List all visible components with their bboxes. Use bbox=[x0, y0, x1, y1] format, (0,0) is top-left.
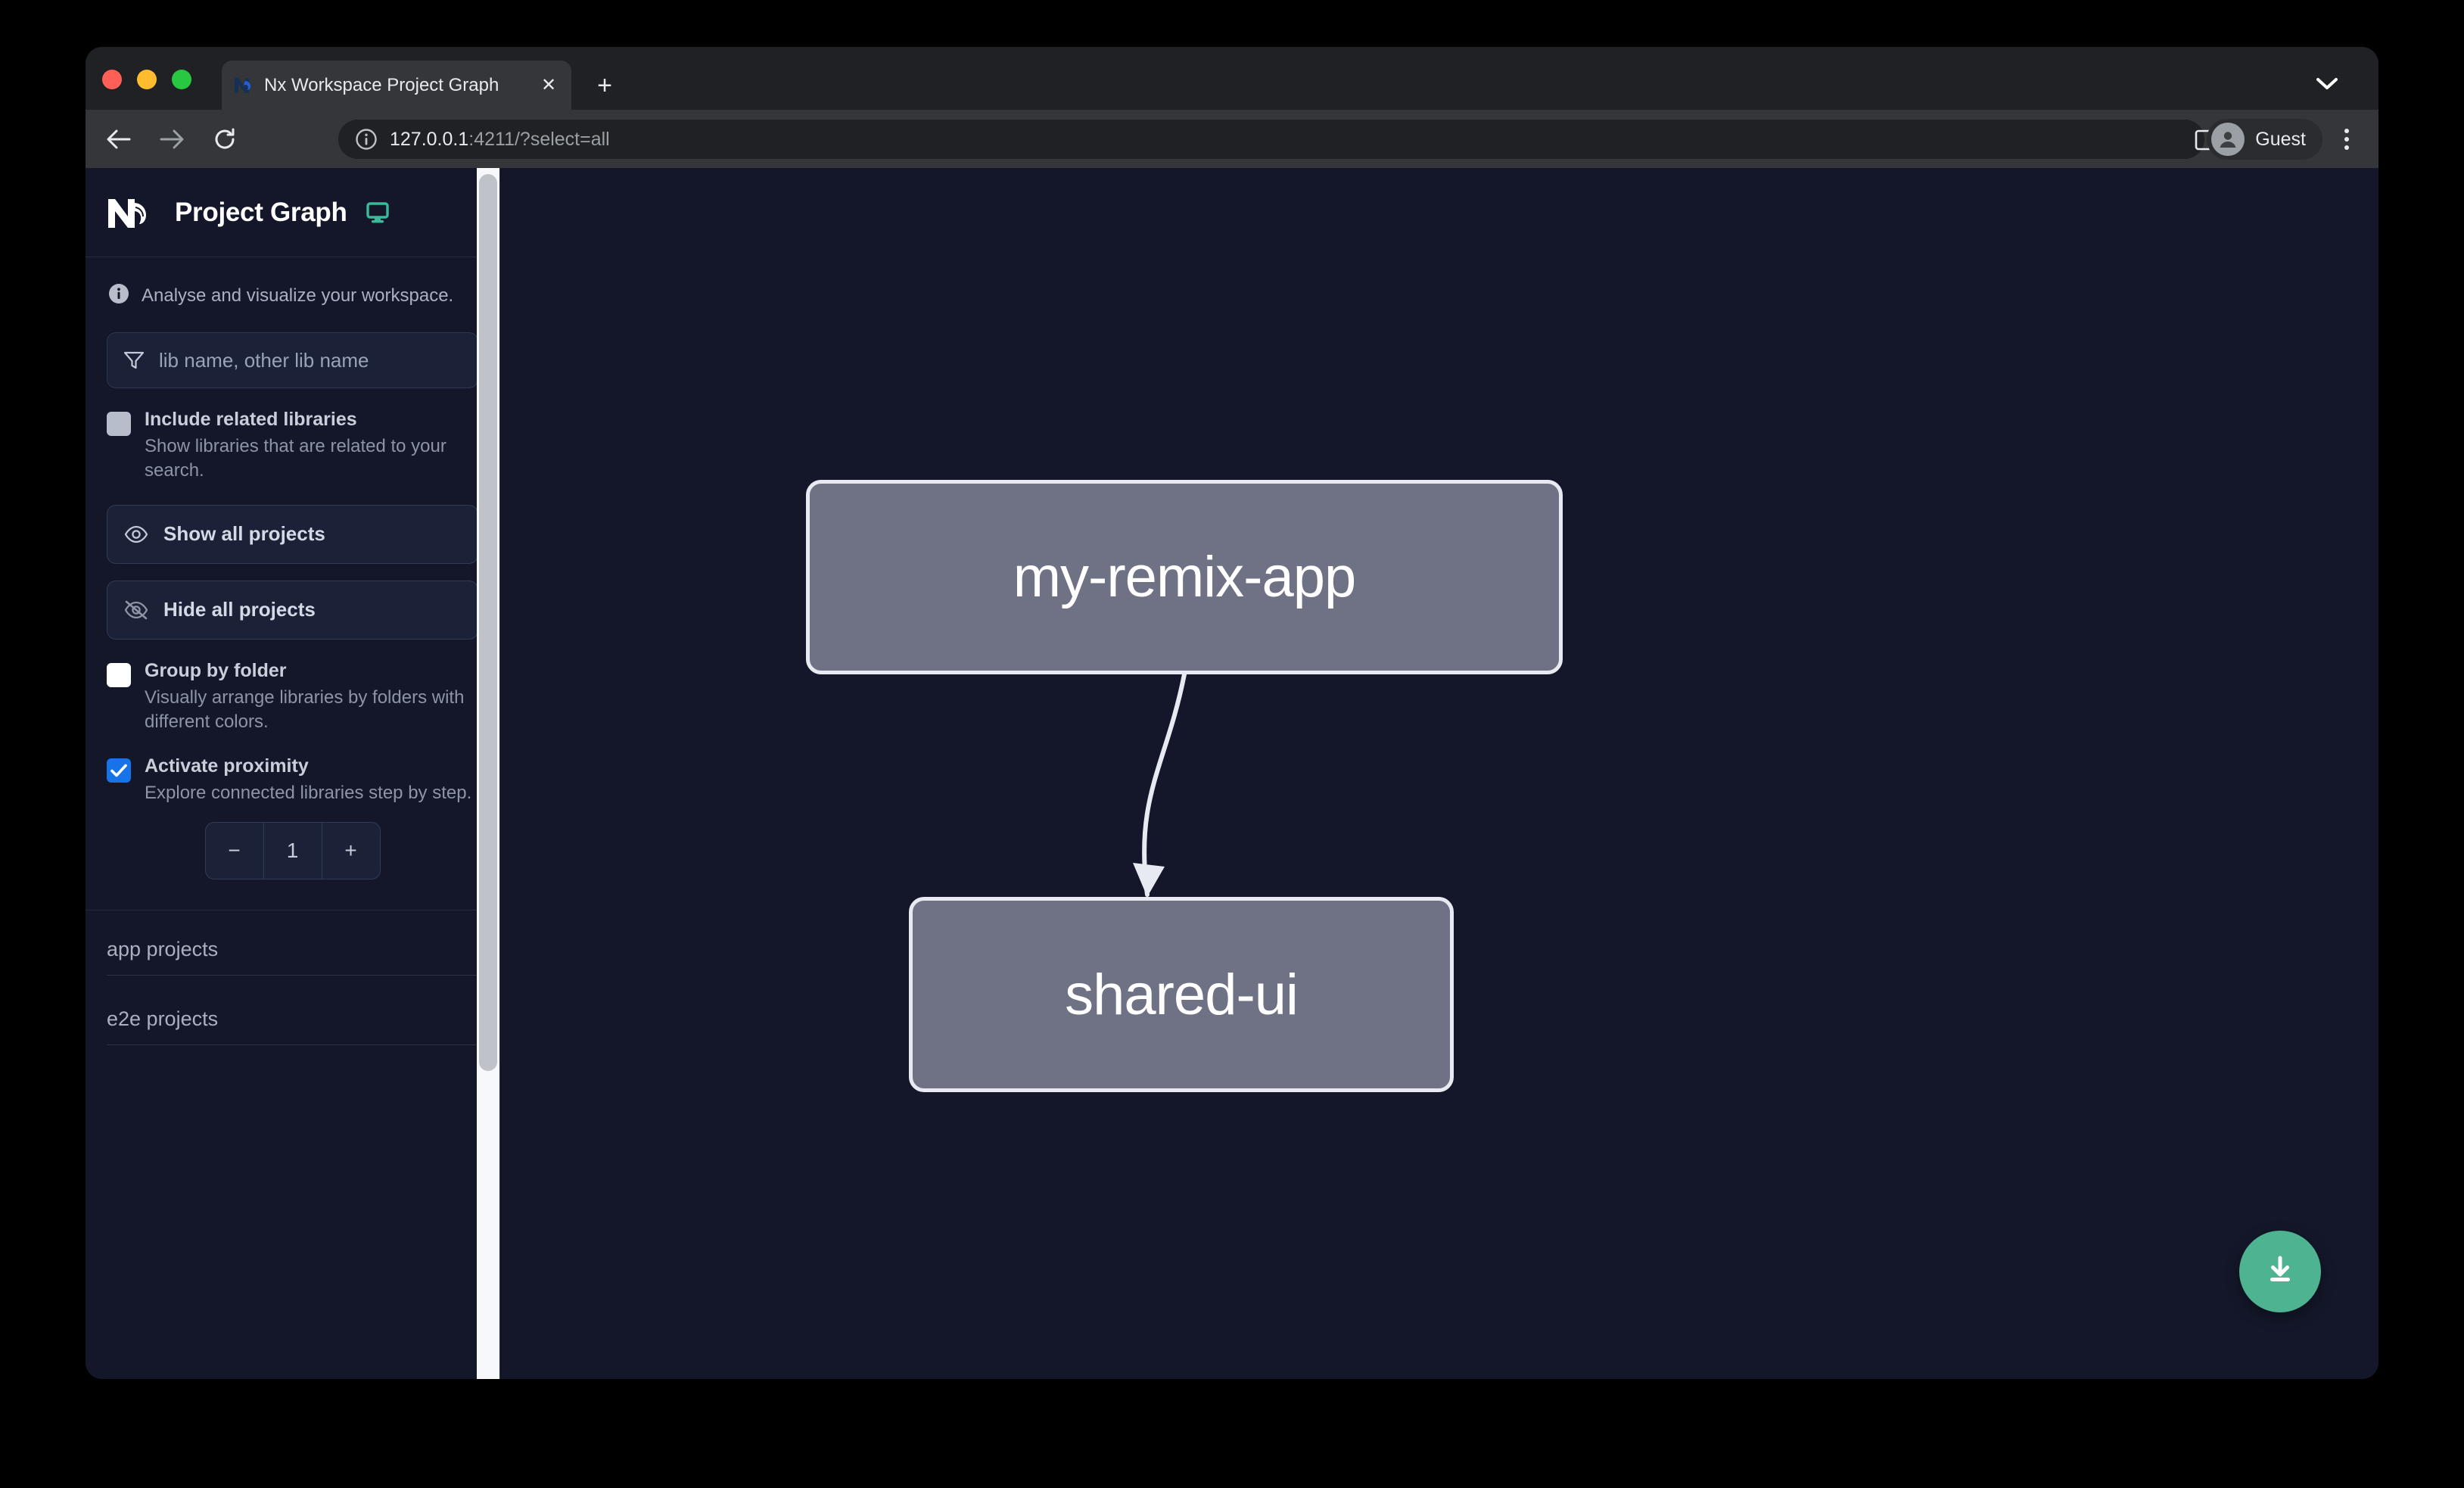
option-description: Explore connected libraries step by step… bbox=[145, 782, 472, 803]
show-all-projects-label: Show all projects bbox=[163, 522, 325, 546]
nx-favicon-icon bbox=[232, 75, 255, 96]
person-icon bbox=[2211, 123, 2245, 156]
option-include-related-libraries[interactable]: Include related libraries Show libraries… bbox=[86, 388, 499, 484]
chevron-down-icon[interactable] bbox=[2312, 68, 2342, 98]
page-viewport: Project Graph Analy bbox=[86, 168, 2378, 1379]
address-bar[interactable]: 127.0.0.1:4211/?select=all bbox=[338, 120, 2204, 159]
reload-icon[interactable] bbox=[205, 120, 244, 159]
graph-edges bbox=[1133, 672, 1187, 897]
sidebar-divider bbox=[86, 909, 499, 911]
sidebar-header: Project Graph bbox=[86, 168, 499, 257]
option-label: Group by folder bbox=[145, 659, 287, 681]
minimize-window-button[interactable] bbox=[137, 70, 157, 89]
hide-all-projects-label: Hide all projects bbox=[163, 598, 316, 621]
include-related-libraries-checkbox[interactable] bbox=[107, 412, 131, 436]
proximity-value: 1 bbox=[263, 822, 322, 879]
nx-logo-icon bbox=[107, 196, 157, 229]
sidebar: Project Graph Analy bbox=[86, 168, 500, 1379]
url-path: :4211/?select=all bbox=[468, 128, 610, 150]
option-description: Show libraries that are related to your … bbox=[145, 436, 446, 481]
option-label: Include related libraries bbox=[145, 409, 357, 430]
url-host: 127.0.0.1 bbox=[390, 128, 469, 150]
graph-node-shared-ui[interactable]: shared-ui bbox=[909, 897, 1454, 1092]
plus-icon[interactable]: + bbox=[597, 71, 612, 100]
arrow-right-icon[interactable] bbox=[152, 120, 191, 159]
download-icon bbox=[2263, 1253, 2298, 1291]
browser-toolbar: 127.0.0.1:4211/?select=all Guest bbox=[86, 110, 2378, 168]
eye-icon bbox=[124, 525, 148, 543]
browser-tab[interactable]: Nx Workspace Project Graph ✕ bbox=[222, 61, 571, 110]
option-group-by-folder[interactable]: Group by folder Visually arrange librari… bbox=[86, 640, 499, 735]
proximity-stepper[interactable]: − 1 + bbox=[204, 821, 381, 879]
search-input[interactable] bbox=[159, 348, 462, 372]
option-description: Visually arrange libraries by folders wi… bbox=[145, 686, 465, 733]
option-activate-proximity[interactable]: Activate proximity Explore connected lib… bbox=[86, 735, 499, 805]
group-by-folder-checkbox[interactable] bbox=[107, 662, 131, 687]
arrow-left-icon[interactable] bbox=[99, 120, 138, 159]
project-groups: app projects e2e projects bbox=[86, 911, 499, 1077]
activate-proximity-checkbox[interactable] bbox=[107, 758, 131, 783]
hide-all-projects-button[interactable]: Hide all projects bbox=[107, 580, 478, 640]
proximity-increment-button[interactable]: + bbox=[321, 822, 380, 879]
browser-window: Nx Workspace Project Graph ✕ + bbox=[86, 47, 2378, 1379]
search-row bbox=[86, 308, 499, 388]
graph-node-label: my-remix-app bbox=[1013, 545, 1356, 609]
graph-edge-arrowhead bbox=[1133, 863, 1165, 897]
monitor-icon[interactable] bbox=[366, 201, 390, 225]
page-title: Project Graph bbox=[175, 197, 347, 227]
visibility-buttons: Show all projects Hide all projects bbox=[86, 484, 499, 640]
graph-node-label: shared-ui bbox=[1065, 962, 1299, 1027]
graph-node-my-remix-app[interactable]: my-remix-app bbox=[806, 480, 1563, 674]
search-box[interactable] bbox=[107, 332, 478, 388]
window-traffic-lights bbox=[102, 70, 191, 89]
sidebar-scrollbar-thumb[interactable] bbox=[479, 174, 497, 1071]
sidebar-tagline-text: Analyse and visualize your workspace. bbox=[142, 285, 454, 306]
address-bar-url: 127.0.0.1:4211/?select=all bbox=[390, 129, 610, 151]
three-dots-vertical-icon[interactable] bbox=[2332, 123, 2362, 155]
browser-tab-strip: Nx Workspace Project Graph ✕ + bbox=[86, 47, 2378, 110]
project-graph-canvas[interactable]: my-remix-app shared-ui bbox=[500, 168, 2378, 1379]
sidebar-scrollbar[interactable] bbox=[477, 168, 499, 1379]
filter-icon bbox=[123, 349, 145, 372]
sidebar-tagline: Analyse and visualize your workspace. bbox=[86, 257, 499, 308]
download-button[interactable] bbox=[2239, 1231, 2321, 1312]
close-icon[interactable]: ✕ bbox=[540, 74, 557, 95]
graph-edge-my-remix-app-to-shared-ui bbox=[1142, 672, 1187, 897]
info-circle-icon[interactable] bbox=[355, 128, 378, 151]
option-label: Activate proximity bbox=[145, 755, 309, 777]
browser-tab-title: Nx Workspace Project Graph bbox=[264, 74, 499, 95]
info-icon bbox=[108, 283, 129, 308]
proximity-decrement-button[interactable]: − bbox=[228, 838, 241, 862]
profile-label: Guest bbox=[2255, 128, 2306, 150]
close-window-button[interactable] bbox=[102, 70, 122, 89]
checkmark-icon bbox=[110, 764, 127, 777]
project-group-e2e-projects[interactable]: e2e projects bbox=[107, 1007, 478, 1045]
maximize-window-button[interactable] bbox=[172, 70, 191, 89]
profile-button[interactable]: Guest bbox=[2207, 119, 2322, 160]
show-all-projects-button[interactable]: Show all projects bbox=[107, 504, 478, 564]
eye-slash-icon bbox=[124, 600, 148, 620]
project-group-app-projects[interactable]: app projects bbox=[107, 938, 478, 976]
